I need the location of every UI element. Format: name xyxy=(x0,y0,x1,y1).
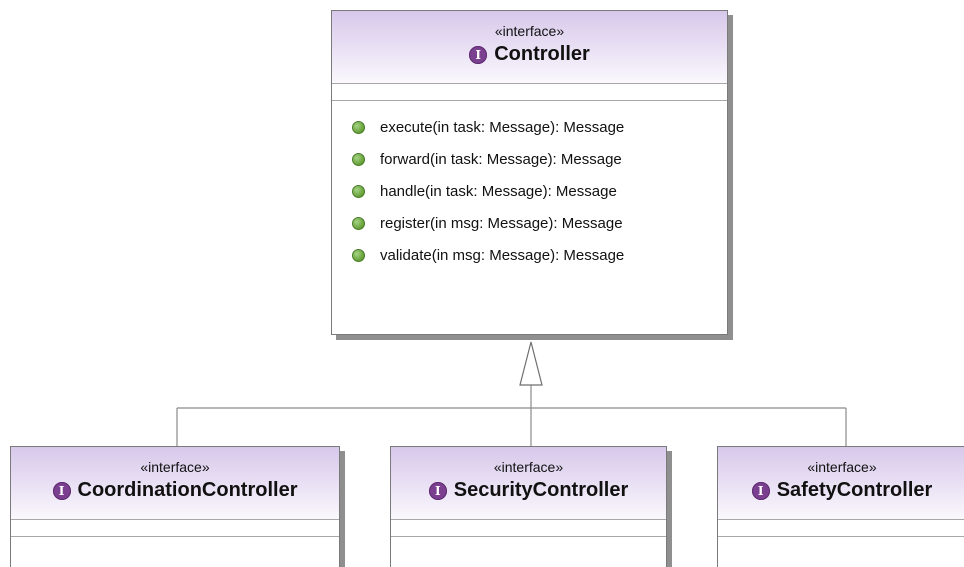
operation-signature: register(in msg: Message): Message xyxy=(380,214,623,232)
interface-name-row: I SafetyController xyxy=(718,479,964,502)
interface-icon: I xyxy=(428,481,447,500)
security-controller-interface-box[interactable]: «interface» I SecurityController xyxy=(390,446,667,567)
interface-icon: I xyxy=(751,481,770,500)
interface-name: SecurityController xyxy=(453,479,629,501)
generalization-arrowhead xyxy=(519,341,543,386)
operation-item[interactable]: execute(in task: Message): Message xyxy=(352,111,727,143)
attributes-compartment xyxy=(11,520,339,537)
operation-item[interactable]: handle(in task: Message): Message xyxy=(352,175,727,207)
interface-name: Controller xyxy=(494,43,590,65)
attributes-compartment xyxy=(332,84,727,101)
public-operation-icon xyxy=(352,152,365,166)
attributes-compartment xyxy=(391,520,666,537)
public-operation-icon xyxy=(352,248,365,262)
stereotype-label: «interface» xyxy=(807,459,877,475)
interface-icon: I xyxy=(52,481,71,500)
operation-item[interactable]: validate(in msg: Message): Message xyxy=(352,239,727,271)
interface-name-row: I CoordinationController xyxy=(11,479,339,502)
controller-header: «interface» I Controller xyxy=(332,11,727,84)
operation-item[interactable]: forward(in task: Message): Message xyxy=(352,143,727,175)
public-operation-icon xyxy=(352,216,365,230)
operation-signature: forward(in task: Message): Message xyxy=(380,150,622,168)
stereotype-label: «interface» xyxy=(140,459,210,475)
interface-name-row: I Controller xyxy=(332,43,727,66)
coordination-controller-interface-box[interactable]: «interface» I CoordinationController xyxy=(10,446,340,567)
stereotype-label: «interface» xyxy=(494,23,565,39)
interface-name: CoordinationController xyxy=(77,479,298,501)
operation-item[interactable]: register(in msg: Message): Message xyxy=(352,207,727,239)
operation-signature: validate(in msg: Message): Message xyxy=(380,246,625,264)
safety-controller-header: «interface» I SafetyController xyxy=(718,447,964,520)
operation-signature: execute(in task: Message): Message xyxy=(380,118,625,136)
interface-name-row: I SecurityController xyxy=(391,479,666,502)
interface-name: SafetyController xyxy=(776,479,933,501)
public-operation-icon xyxy=(352,184,365,198)
security-controller-header: «interface» I SecurityController xyxy=(391,447,666,520)
controller-interface-box[interactable]: «interface» I Controller execute(in task… xyxy=(331,10,728,335)
operations-compartment: execute(in task: Message): Message forwa… xyxy=(332,101,727,271)
stereotype-label: «interface» xyxy=(493,459,564,475)
operation-signature: handle(in task: Message): Message xyxy=(380,182,617,200)
coordination-controller-header: «interface» I CoordinationController xyxy=(11,447,339,520)
safety-controller-interface-box[interactable]: «interface» I SafetyController xyxy=(717,446,964,567)
public-operation-icon xyxy=(352,120,365,134)
interface-icon: I xyxy=(469,45,488,64)
attributes-compartment xyxy=(718,520,964,537)
